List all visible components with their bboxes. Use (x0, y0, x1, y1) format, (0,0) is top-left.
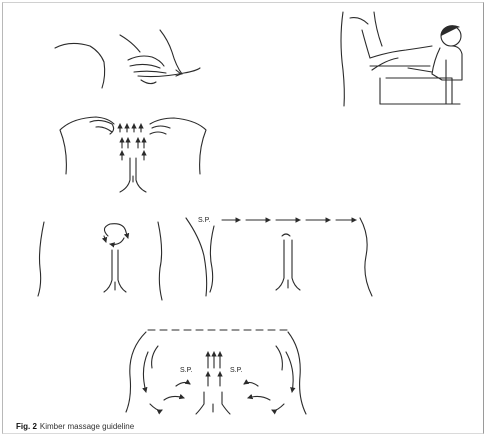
panel-4b-horizontal-strokes: S.P. (186, 217, 372, 296)
panel-5-sweeping-strokes: S.P. S.P. (126, 330, 306, 414)
figure-caption-text: Kimber massage guideline (40, 422, 134, 431)
panel-4-sp-marker: S.P. (198, 217, 210, 224)
panel-3-upward-strokes (60, 117, 206, 192)
panel-5-sp-right-marker: S.P. (230, 367, 242, 374)
panel-4-circular-strokes (38, 222, 162, 300)
panel-1-hands-on-back (55, 30, 200, 88)
panel-2-therapist-chair (341, 12, 462, 106)
panel-5-sp-left-marker: S.P. (180, 367, 192, 374)
figure-label: Fig. 2 (16, 422, 37, 431)
